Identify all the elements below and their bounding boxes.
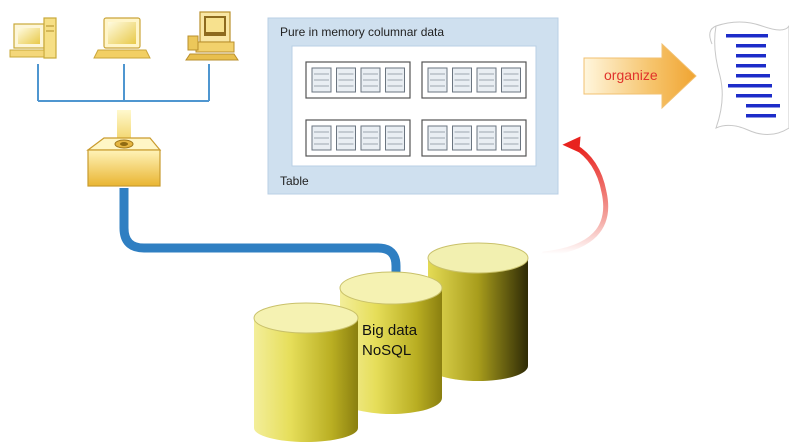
database-label-line2: NoSQL — [362, 342, 412, 359]
database-label-line1: Big data — [362, 322, 418, 339]
document-text-line — [736, 74, 770, 78]
return-arc-arrow — [541, 143, 609, 257]
document-text-line — [746, 104, 780, 108]
network-hub-icon — [86, 137, 162, 187]
database-cylinder-middle — [339, 271, 443, 414]
document-text-line — [736, 64, 766, 68]
document-text-line — [726, 34, 768, 38]
return-arc-arrowhead — [562, 136, 581, 153]
document-icon — [709, 21, 789, 135]
workstation-computer-icon — [185, 11, 239, 61]
document-text-line — [736, 94, 772, 98]
network-beam — [117, 110, 131, 138]
document-lines — [726, 34, 780, 118]
desktop-computer-icon — [9, 17, 57, 59]
organize-label: organize — [604, 67, 658, 83]
document-text-line — [736, 44, 766, 48]
network-lines — [37, 64, 210, 102]
memory-panel-title: Pure in memory columnar data — [280, 25, 445, 39]
data-pipe-arrow — [119, 188, 401, 288]
document-text-line — [736, 54, 766, 58]
laptop-computer-icon — [93, 17, 151, 59]
document-text-line — [728, 84, 772, 88]
document-text-line — [746, 114, 776, 118]
organize-arrow — [583, 42, 697, 110]
memory-panel-footer-label: Table — [280, 174, 309, 188]
database-cylinder-front — [253, 302, 359, 442]
database-cylinder-back — [427, 242, 529, 381]
column-groups — [305, 61, 527, 157]
